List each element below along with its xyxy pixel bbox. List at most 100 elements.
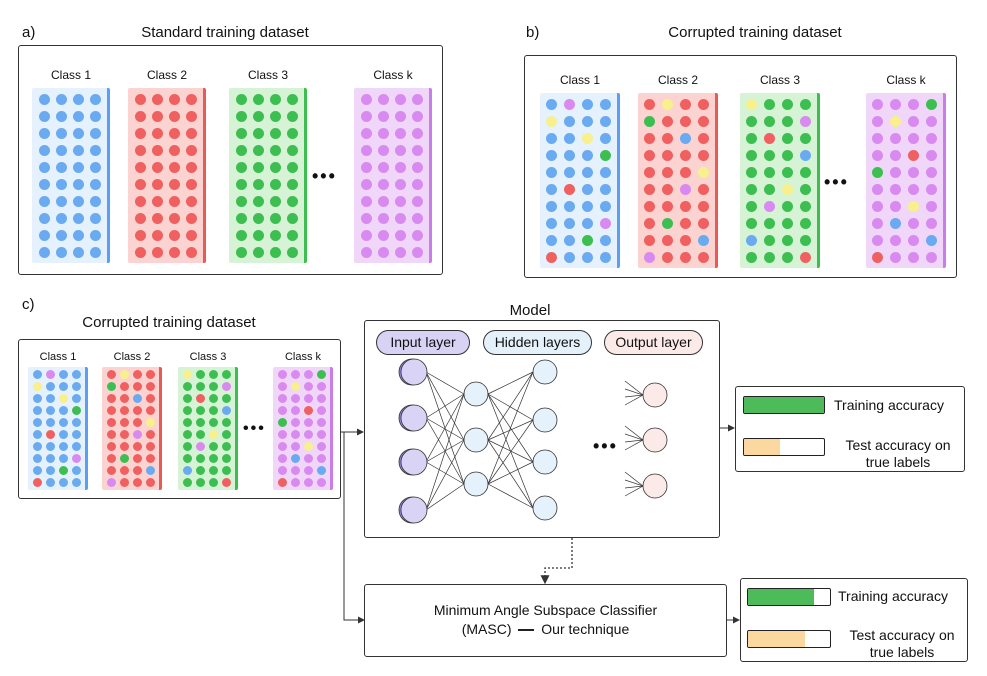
panel-a-dot (72, 93, 84, 105)
panel-a-dot (394, 93, 406, 105)
panel-b-dot (698, 115, 709, 127)
panel-c-dot (106, 370, 116, 379)
panel-a-dot (252, 229, 264, 241)
panel-a-c2-label: Class 2 (146, 68, 187, 82)
panel-b-dot (662, 166, 673, 178)
panel-c-dot (195, 394, 205, 403)
panel-b-dot (782, 183, 793, 195)
panel-b-dot (890, 166, 901, 178)
masc-subtitle: Our technique (541, 621, 630, 637)
panel-c-dot (145, 406, 155, 415)
panel-b-dot (546, 200, 557, 212)
panel-c-dot (208, 418, 218, 427)
panel-b-dot (926, 132, 937, 144)
panel-b-dot (764, 166, 775, 178)
panel-c-c2-label: Class 2 (113, 351, 151, 363)
panel-c-dot (303, 454, 313, 463)
panel-b-dot (746, 166, 757, 178)
panel-a-dot (72, 212, 84, 224)
panel-c-dot (145, 394, 155, 403)
nn-connection (487, 371, 534, 395)
panel-a-dot (38, 127, 50, 139)
panel-a-dot (235, 127, 247, 139)
nn-connection (487, 419, 534, 485)
panel-a-dot (134, 127, 146, 139)
panel-a-dot (89, 178, 101, 190)
panel-a-dot (235, 229, 247, 241)
panel-c-dot (316, 406, 326, 415)
masc-training-accuracy-bar (747, 588, 831, 606)
panel-b-dot (926, 115, 937, 127)
panel-a-dot (286, 229, 298, 241)
panel-a-dot (394, 246, 406, 258)
panel-a-dot (185, 246, 197, 258)
panel-b-dot (564, 166, 575, 178)
panel-c-dot (32, 430, 42, 439)
panel-b-dot (908, 200, 919, 212)
panel-a-dot (38, 144, 50, 156)
panel-b-dot (764, 234, 775, 246)
panel-b-dot (546, 98, 557, 110)
panel-a-dot (394, 212, 406, 224)
panel-b-letter: b) (526, 24, 540, 41)
panel-c-dot (303, 442, 313, 451)
panel-c-dot (106, 382, 116, 391)
panel-c-dot (58, 454, 68, 463)
panel-a-dot (286, 195, 298, 207)
panel-b-dot (644, 251, 655, 263)
panel-c-dot (277, 430, 287, 439)
panel-b-dot (764, 98, 775, 110)
panel-a-dot (168, 110, 180, 122)
panel-a-letter: a) (22, 24, 36, 41)
panel-a-dot (89, 229, 101, 241)
panel-c-dot (221, 466, 231, 475)
panel-c-dot (119, 442, 129, 451)
panel-b-ellipsis: ••• (824, 172, 849, 192)
panel-b-dot (662, 98, 673, 110)
panel-c-dot (195, 466, 205, 475)
panel-a-dot (286, 127, 298, 139)
panel-a-dot (235, 93, 247, 105)
panel-b-dot (782, 200, 793, 212)
panel-c-dot (303, 394, 313, 403)
panel-a-dot (394, 195, 406, 207)
panel-a-dot (168, 144, 180, 156)
panel-c-dot (58, 394, 68, 403)
panel-c-dot (290, 418, 300, 427)
panel-a-dot (55, 161, 67, 173)
panel-c-dot (195, 430, 205, 439)
panel-a-dot (360, 161, 372, 173)
output-input-edge (624, 485, 644, 497)
panel-b-dot (908, 217, 919, 229)
output-input-edge (624, 394, 644, 398)
panel-c-dot (277, 406, 287, 415)
panel-b-dot (662, 200, 673, 212)
panel-a-dot (360, 212, 372, 224)
panel-a-dot (377, 246, 389, 258)
input-neuron (400, 404, 428, 432)
panel-c-dot (145, 370, 155, 379)
panel-c-dot (290, 454, 300, 463)
model-title: Model (509, 302, 551, 319)
panel-b-c3-label: Class 3 (759, 73, 800, 87)
panel-c-dot (45, 418, 55, 427)
panel-a-dot (89, 246, 101, 258)
masc-title-line1: Minimum Angle Subspace Classifier (433, 602, 658, 618)
panel-a-dot (89, 144, 101, 156)
model-ellipsis: ••• (593, 436, 618, 456)
hidden-neuron (532, 407, 558, 433)
panel-a-dot (134, 229, 146, 241)
panel-c-dot (58, 466, 68, 475)
panel-b-dot (872, 234, 883, 246)
panel-a-dot (286, 212, 298, 224)
panel-a-dot (377, 212, 389, 224)
panel-b-dot (908, 183, 919, 195)
panel-c-dot (132, 430, 142, 439)
panel-a-dot (269, 93, 281, 105)
masc-box (364, 584, 727, 657)
panel-a-dot (235, 144, 247, 156)
panel-c-dot (58, 478, 68, 487)
panel-a-dot (394, 161, 406, 173)
hidden-neuron (463, 471, 489, 497)
nn-connection (425, 417, 465, 441)
